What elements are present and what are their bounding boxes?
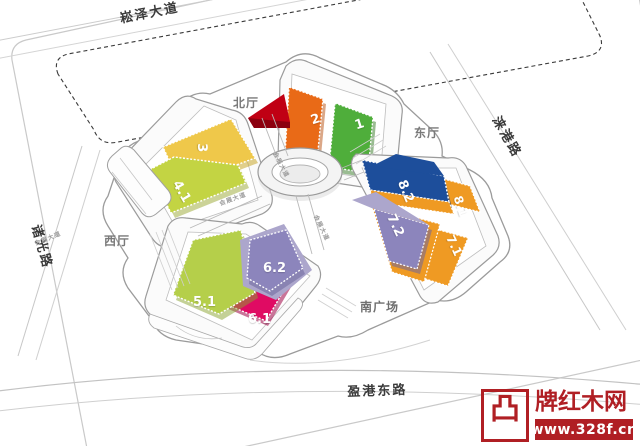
watermark-logo-glyph: 凸 [490, 392, 520, 427]
watermark-logo-box [481, 389, 529, 442]
zone-4-1-block [148, 156, 249, 218]
north-dashed-reserve-area [55, 0, 603, 144]
south-plaza-outline [249, 339, 431, 364]
zone-5-1-block [172, 229, 258, 320]
watermark: 凸 牌红木网 www.328f.cn [481, 389, 637, 442]
road-east-lines [429, 43, 627, 331]
watermark-brand: 牌红木网 [535, 389, 627, 415]
zone-7-2-block [352, 192, 441, 283]
road-west-lines [17, 145, 101, 361]
avenue-corridors [189, 113, 365, 255]
north-hall-red-wedge [248, 94, 290, 128]
watermark-url: www.328f.cn [531, 419, 637, 440]
west-forecourt-striping [149, 227, 191, 291]
east-forecourt-striping [349, 133, 387, 165]
road-north-lines [0, 0, 307, 59]
south-forecourt-striping [317, 287, 357, 319]
hall-west: 西厅 [104, 234, 131, 248]
road-south-lines [0, 369, 640, 412]
zone-8-2-block [361, 154, 452, 208]
road-south: 盈港东路 [347, 382, 408, 400]
south-podium-skirt [148, 297, 303, 360]
zone-6-2-block [240, 224, 312, 300]
plaza-south: 南广场 [360, 300, 400, 314]
west-annex-building [106, 145, 172, 218]
hall-north: 北厅 [233, 96, 260, 110]
central-ring-plaza [257, 147, 343, 201]
hall-east: 东厅 [414, 126, 441, 140]
